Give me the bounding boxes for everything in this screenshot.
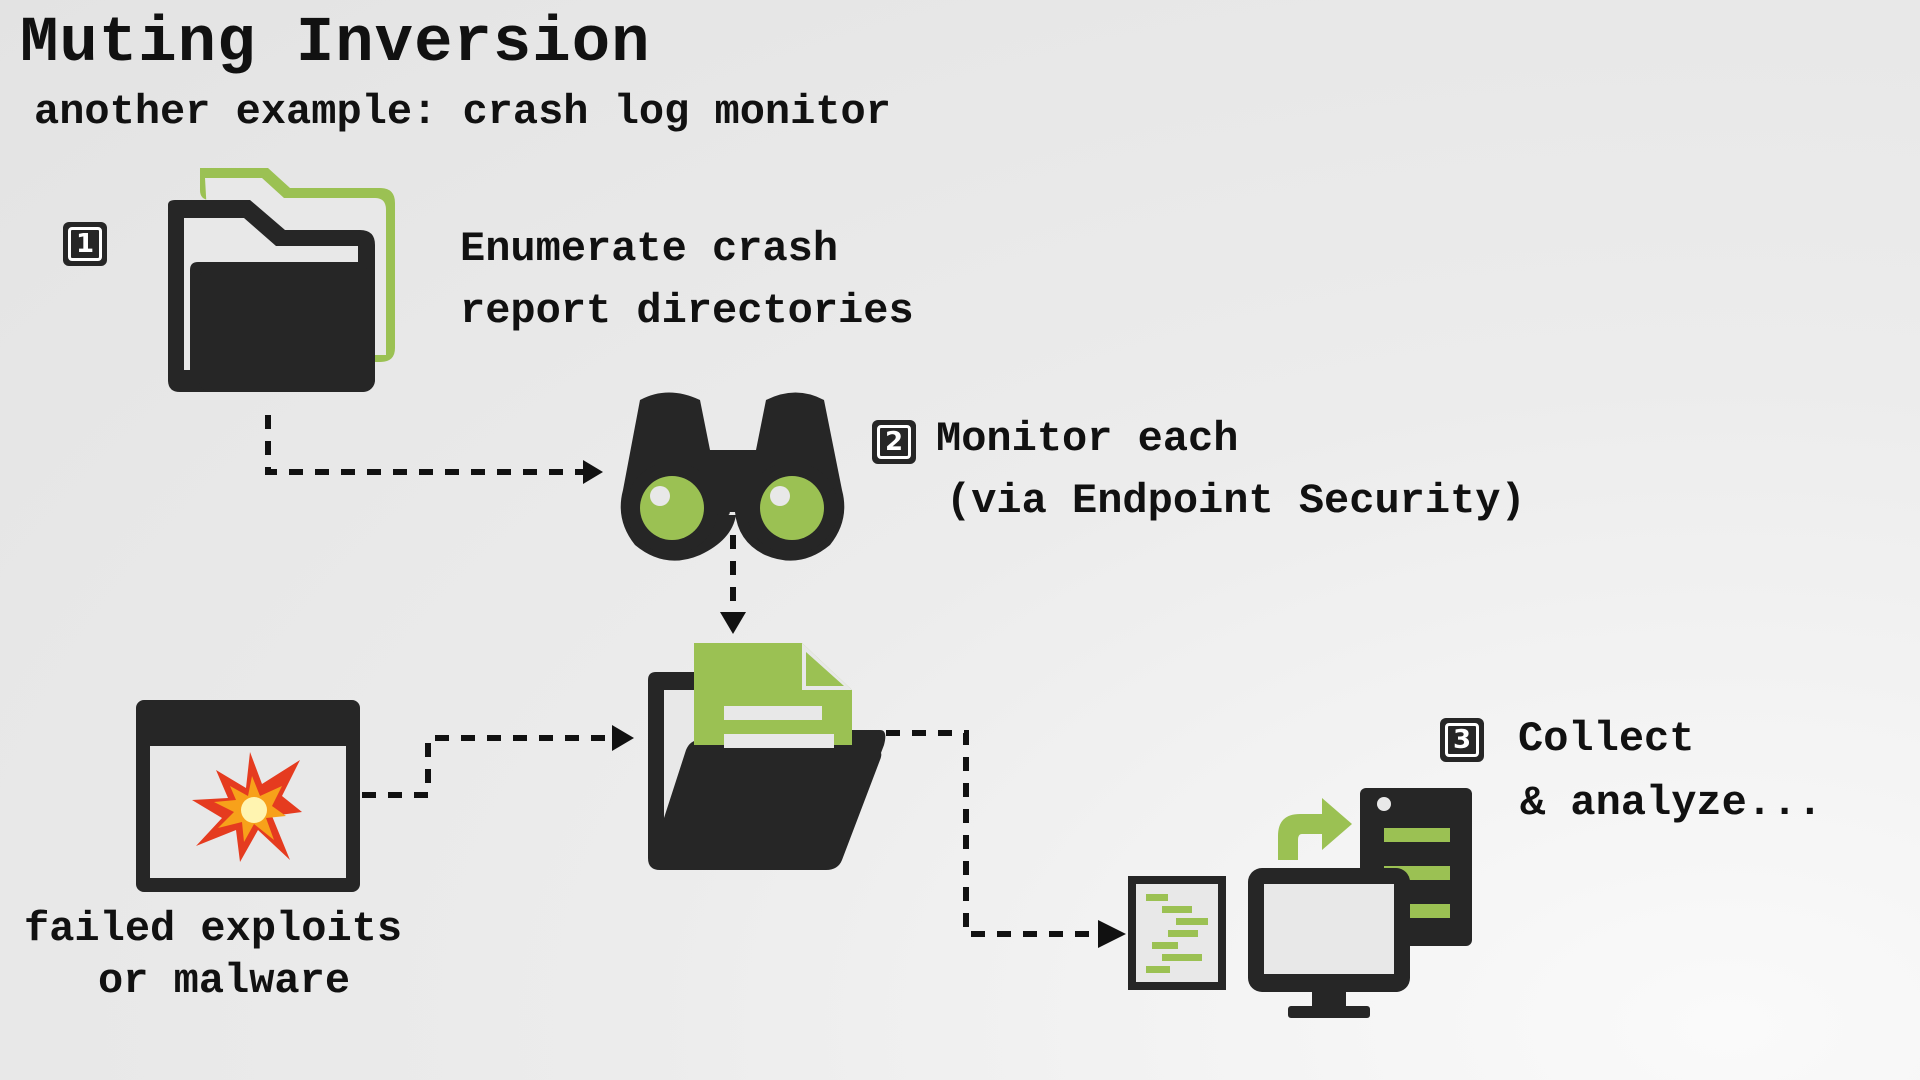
step-2-badge: 2 <box>872 420 916 464</box>
connector-folder-to-log <box>886 730 1100 937</box>
page-subtitle: another example: crash log monitor <box>34 88 891 136</box>
arrowhead <box>612 725 634 751</box>
upload-arrow-icon <box>1278 798 1352 860</box>
arrowhead <box>1098 920 1126 948</box>
step-1-number: 1 <box>68 227 102 261</box>
step-2-number: 2 <box>877 425 911 459</box>
connector-window-to-folder <box>362 735 620 798</box>
arrowhead <box>583 460 603 484</box>
open-folder-document-icon <box>648 643 886 870</box>
folders-icon <box>168 168 395 392</box>
step-1-badge: 1 <box>63 222 107 266</box>
step-2-label-line-2: (via Endpoint Security) <box>946 477 1526 525</box>
source-label-line-2: or malware <box>98 957 351 1005</box>
step-3-label-line-1: Collect <box>1518 715 1695 763</box>
step-1-label: Enumerate crash report directories <box>460 218 914 342</box>
arrowhead <box>720 612 746 634</box>
step-1-line-1: Enumerate crash <box>460 225 839 273</box>
source-label-line-1: failed exploits <box>24 905 403 953</box>
step-2-label-line-1: Monitor each <box>936 415 1239 463</box>
computer-upload-server-icon <box>1248 788 1472 1018</box>
page-title: Muting Inversion <box>20 8 651 80</box>
explosion-icon <box>192 752 302 862</box>
connector-folders-to-binoculars <box>265 415 596 477</box>
step-3-badge: 3 <box>1440 718 1484 762</box>
step-1-line-2: report directories <box>460 287 914 335</box>
log-file-icon <box>1128 876 1226 990</box>
step-3-label-line-2: & analyze... <box>1520 779 1823 827</box>
binoculars-icon <box>620 392 845 561</box>
monitor-icon <box>1248 868 1410 1018</box>
step-3-number: 3 <box>1445 723 1479 757</box>
crash-window-icon <box>136 700 360 892</box>
